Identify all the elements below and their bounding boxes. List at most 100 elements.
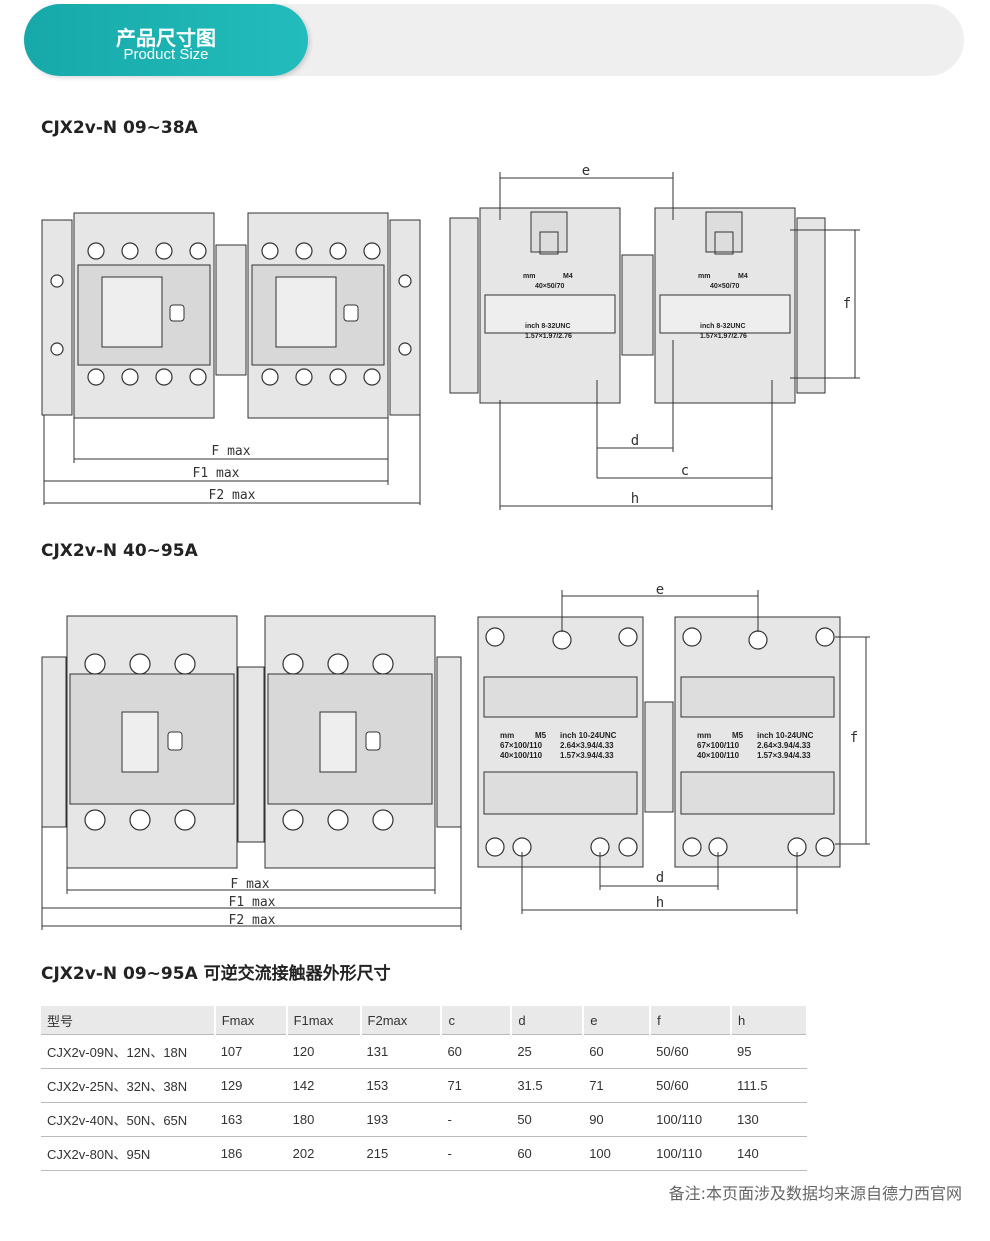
dim-label-f-max: F max — [211, 444, 250, 459]
table-header-cell: c — [441, 1006, 513, 1035]
dim-label-f-max-large: F max — [230, 877, 269, 892]
small-inch-size-label-2: 1.57×1.97/2.76 — [700, 333, 747, 340]
small-inch-label-2: inch 8-32UNC — [700, 323, 746, 330]
dim-label-e-large: e — [656, 582, 664, 598]
large-m5-label: M5 — [535, 731, 547, 740]
table-row: CJX2v-09N、12N、18N 107 120 131 60 25 60 5… — [41, 1034, 807, 1069]
dim-label-d-large: d — [656, 870, 664, 886]
table-cell: CJX2v-80N、95N — [41, 1136, 215, 1171]
dim-label-f1-max: F1 max — [193, 466, 240, 481]
dim-label-f2-max-large: F2 max — [229, 913, 276, 928]
table-cell: 193 — [360, 1102, 442, 1137]
dimensions-table: 型号 Fmax F1max F2max c d e f h CJX2v-09N、… — [41, 1006, 808, 1171]
table-header-cell: 型号 — [41, 1006, 216, 1035]
table-cell: 111.5 — [731, 1068, 807, 1103]
large-inch-size1-label: 2.64×3.94/4.33 — [560, 741, 614, 750]
table-cell: 107 — [214, 1034, 287, 1069]
dim-label-h-large: h — [656, 895, 664, 911]
small-mm-size-label: 40×50/70 — [535, 283, 564, 290]
dim-label-f-large: f — [850, 730, 858, 746]
large-mm-label-2: mm — [697, 731, 711, 740]
large-inch-size1-label-2: 2.64×3.94/4.33 — [757, 741, 811, 750]
small-mm-label-2: mm — [698, 273, 710, 280]
table-header-cell: f — [650, 1006, 733, 1035]
table-cell: 71 — [441, 1068, 512, 1103]
table-cell: - — [441, 1102, 512, 1137]
header-title-zh: 产品尺寸图 — [116, 26, 216, 50]
table-cell: 100 — [583, 1136, 651, 1171]
footnote: 备注:本页面涉及数据均来源自德力西官网 — [668, 1184, 962, 1203]
table-cell: 202 — [286, 1136, 361, 1171]
dim-label-e: e — [582, 163, 590, 179]
table-cell: 180 — [286, 1102, 361, 1137]
table-header-cell: d — [511, 1006, 585, 1035]
table-cell: 50/60 — [650, 1034, 732, 1069]
table-cell: 31.5 — [511, 1068, 584, 1103]
table-cell: 71 — [583, 1068, 651, 1103]
table-cell: 90 — [583, 1102, 651, 1137]
large-mm-size2-label-2: 40×100/110 — [697, 751, 740, 760]
side-view-drawing-small: mm M4 40×50/70 inch 8-32UNC 1.57×1.97/2.… — [449, 163, 860, 510]
table-cell: 130 — [731, 1102, 807, 1137]
table-header-cell: F2max — [360, 1006, 443, 1035]
table-cell: 100/110 — [650, 1102, 732, 1137]
table-cell: 163 — [214, 1102, 287, 1137]
section-title-table: CJX2v-N 09~95A 可逆交流接触器外形尺寸 — [41, 964, 391, 984]
front-view-drawing-small: F max F1 max F2 max — [41, 212, 421, 505]
table-header-cell: h — [731, 1006, 808, 1035]
table-row: CJX2v-40N、50N、65N 163 180 193 - 50 90 10… — [41, 1102, 807, 1137]
dim-label-c: c — [681, 463, 689, 479]
table-cell: 142 — [286, 1068, 361, 1103]
table-cell: 50/60 — [650, 1068, 732, 1103]
dim-label-h: h — [631, 491, 639, 507]
table-cell: 186 — [214, 1136, 287, 1171]
small-m4-label: M4 — [563, 273, 573, 280]
table-header-cell: F1max — [286, 1006, 362, 1035]
table-cell: 95 — [731, 1034, 807, 1069]
header-title-en: Product Size — [123, 46, 209, 63]
large-m5-label-2: M5 — [732, 731, 744, 740]
side-view-drawing-large: mm M5 inch 10-24UNC 67×100/110 2.64×3.94… — [477, 582, 870, 914]
table-cell: - — [441, 1136, 512, 1171]
dim-label-f2-max: F2 max — [209, 488, 256, 503]
large-mm-size2-label: 40×100/110 — [500, 751, 543, 760]
product-size-tab: 产品尺寸图 Product Size — [24, 4, 308, 76]
dim-label-f1-max-large: F1 max — [229, 895, 276, 910]
table-header-cell: Fmax — [214, 1006, 288, 1035]
large-mm-size1-label: 67×100/110 — [500, 741, 543, 750]
table-cell: 60 — [511, 1136, 584, 1171]
dim-label-f: f — [843, 296, 851, 312]
section-title-small: CJX2v-N 09~38A — [41, 118, 198, 138]
table-cell: 153 — [360, 1068, 442, 1103]
table-cell: CJX2v-25N、32N、38N — [41, 1068, 215, 1103]
table-row: CJX2v-80N、95N 186 202 215 - 60 100 100/1… — [41, 1136, 807, 1171]
small-m4-label-2: M4 — [738, 273, 748, 280]
dim-label-d: d — [631, 433, 639, 449]
table-cell: CJX2v-40N、50N、65N — [41, 1102, 215, 1137]
table-cell: 120 — [286, 1034, 361, 1069]
table-cell: 60 — [583, 1034, 651, 1069]
table-cell: 25 — [511, 1034, 584, 1069]
table-row: CJX2v-25N、32N、38N 129 142 153 71 31.5 71… — [41, 1068, 807, 1103]
table-cell: 60 — [441, 1034, 512, 1069]
table-header-row: 型号 Fmax F1max F2max c d e f h — [41, 1006, 808, 1035]
small-inch-label: inch 8-32UNC — [525, 323, 571, 330]
large-mm-size1-label-2: 67×100/110 — [697, 741, 740, 750]
table-cell: 131 — [360, 1034, 442, 1069]
small-mm-size-label-2: 40×50/70 — [710, 283, 739, 290]
table-cell: 50 — [511, 1102, 584, 1137]
large-inch-size2-label-2: 1.57×3.94/4.33 — [757, 751, 811, 760]
large-mm-label: mm — [500, 731, 514, 740]
small-inch-size-label: 1.57×1.97/2.76 — [525, 333, 572, 340]
large-inch-label-2: inch 10-24UNC — [757, 731, 814, 740]
small-mm-label: mm — [523, 273, 535, 280]
table-cell: CJX2v-09N、12N、18N — [41, 1034, 215, 1069]
large-inch-label: inch 10-24UNC — [560, 731, 617, 740]
table-cell: 100/110 — [650, 1136, 732, 1171]
table-cell: 129 — [214, 1068, 287, 1103]
section-title-large: CJX2v-N 40~95A — [41, 541, 198, 561]
large-inch-size2-label: 1.57×3.94/4.33 — [560, 751, 614, 760]
table-header-cell: e — [583, 1006, 652, 1035]
table-cell: 215 — [360, 1136, 442, 1171]
table-cell: 140 — [731, 1136, 807, 1171]
